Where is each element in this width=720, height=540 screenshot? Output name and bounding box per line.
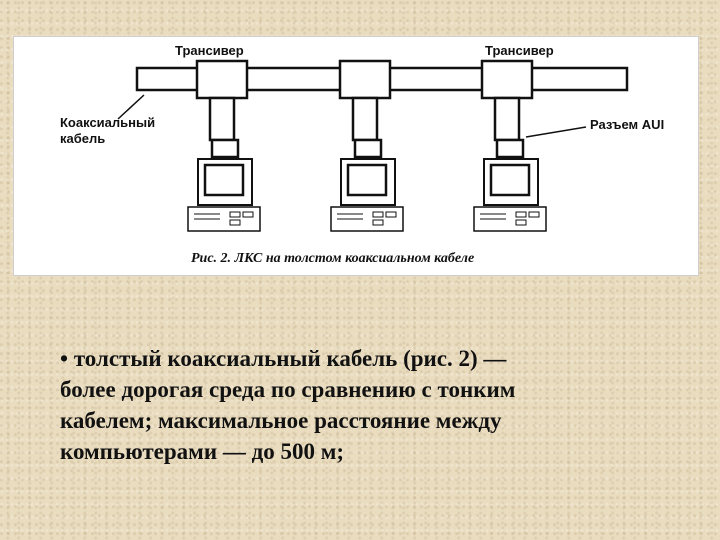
figure-caption: Рис. 2. ЛКС на толстом коаксиальном кабе…	[191, 251, 474, 266]
label-coaxial-line1: Коаксиальный	[60, 115, 155, 130]
computer-2	[330, 158, 404, 232]
network-diagram: Трансивер Трансивер Коаксиальный кабель …	[60, 43, 664, 266]
bullet-text-1: толстый коаксиальный кабель (рис. 2) —	[73, 346, 507, 371]
drop-cable-1	[208, 96, 236, 142]
label-transceiver-right: Трансивер	[485, 43, 554, 58]
drop-cable-2	[351, 96, 379, 142]
aui-connector-2	[353, 138, 383, 159]
bullet-line-2: более дорогая среда по сравнению с тонки…	[60, 377, 516, 402]
transceiver-2	[338, 59, 392, 100]
transceiver-1	[195, 59, 249, 100]
figure-panel: Трансивер Трансивер Коаксиальный кабель …	[13, 36, 699, 276]
bullet-line-3: кабелем; максимальное расстояние между	[60, 408, 502, 433]
label-aui-connector: Разъем AUI	[590, 117, 664, 132]
label-coaxial-line2: кабель	[60, 131, 105, 146]
computer-1	[187, 158, 261, 232]
bullet-marker: •	[60, 346, 69, 371]
transceiver-3	[480, 59, 534, 100]
bullet-paragraph: • толстый коаксиальный кабель (рис. 2) —…	[60, 343, 660, 467]
label-transceiver-left: Трансивер	[175, 43, 244, 58]
bullet-line-1: • толстый коаксиальный кабель (рис. 2) —	[60, 343, 660, 374]
coax-leader-line	[117, 94, 145, 120]
aui-leader-line	[525, 126, 587, 138]
aui-connector-1	[210, 138, 240, 159]
computer-3	[473, 158, 547, 232]
drop-cable-3	[493, 96, 521, 142]
aui-connector-3	[495, 138, 525, 159]
bullet-line-4: компьютерами — до 500 м;	[60, 439, 345, 464]
